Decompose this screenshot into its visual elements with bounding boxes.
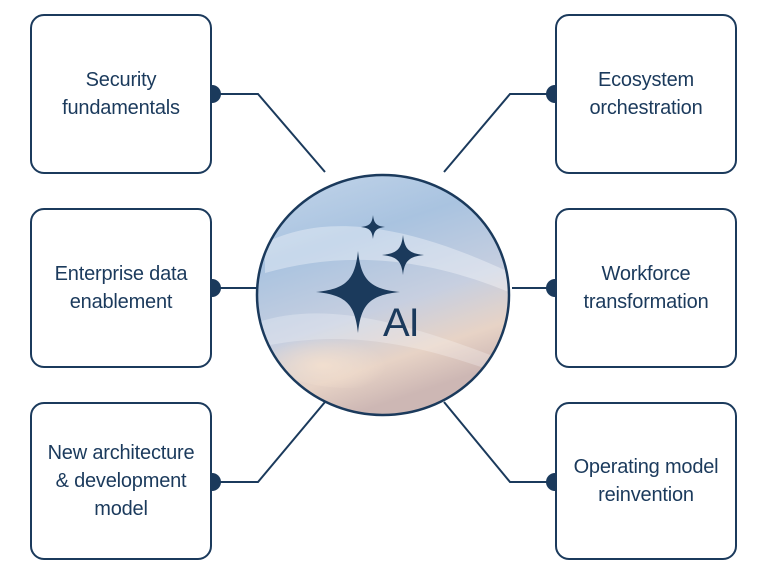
ai-hub-circle: AI [255,173,511,417]
connector-security [212,93,326,173]
hub-graphic [255,173,511,417]
sparkles-icon [316,215,424,333]
connector-operating [443,401,555,483]
node-label: Security fundamentals [62,69,180,119]
node-new-architecture: New architecture & development model [30,402,212,560]
node-label: Workforce transformation [583,263,709,313]
node-ecosystem-orchestration: Ecosystem orchestration [555,14,737,174]
node-label: New architecture & development model [47,442,195,520]
node-enterprise-data-enablement: Enterprise data enablement [30,208,212,368]
ai-label: AI [383,301,420,345]
node-workforce-transformation: Workforce transformation [555,208,737,368]
node-security-fundamentals: Security fundamentals [30,14,212,174]
node-label: Enterprise data enablement [54,263,188,313]
node-operating-model-reinvention: Operating model reinvention [555,402,737,560]
node-label: Ecosystem orchestration [589,69,703,119]
connector-ecosystem [443,93,555,173]
node-label: Operating model reinvention [573,456,719,506]
connector-architecture [212,401,326,483]
